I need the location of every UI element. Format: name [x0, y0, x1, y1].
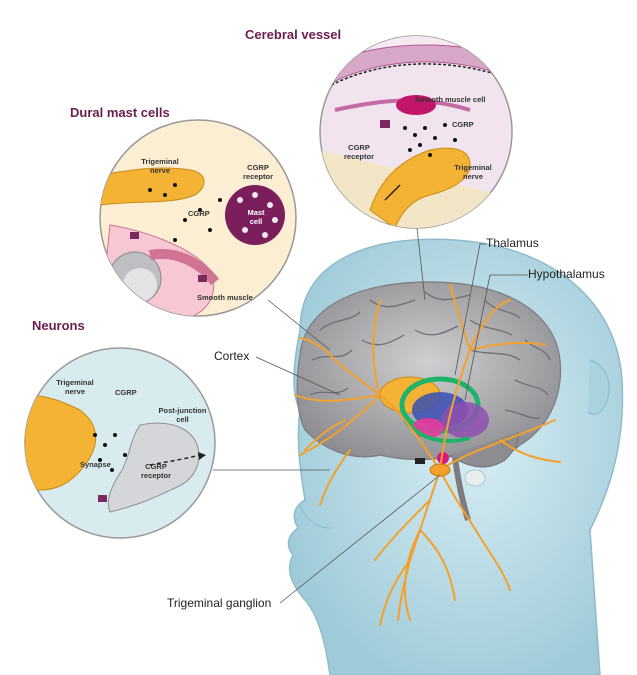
ne-trigeminal-nerve-label: Trigeminal nerve [50, 378, 100, 396]
ne-cgrp-label: CGRP [115, 388, 137, 397]
hypothalamus-label: Hypothalamus [528, 267, 605, 281]
neurons-panel [25, 348, 215, 538]
cv-trigeminal-nerve-label: Trigeminal nerve [450, 163, 496, 181]
cv-cgrp-label: CGRP [452, 120, 474, 129]
cerebral-vessel-panel [318, 20, 520, 230]
dm-trigeminal-nerve-label: Trigeminal nerve [135, 157, 185, 175]
ne-cgrp-receptor-label: CGRP receptor [135, 462, 177, 480]
ne-synapse-label: Synapse [80, 460, 111, 469]
cortex-label: Cortex [214, 349, 249, 363]
dm-smooth-muscle-label: Smooth muscle [197, 293, 253, 302]
ne-post-junction-label: Post-junction cell [155, 406, 210, 424]
dm-cgrp-label: CGRP [188, 209, 210, 218]
cv-smooth-muscle-label: Smooth muscle cell [415, 95, 485, 104]
cv-cgrp-receptor-label: CGRP receptor [338, 143, 380, 161]
dm-mast-cell-label: Mast cell [245, 208, 267, 226]
thalamus-label: Thalamus [486, 236, 539, 250]
trigeminal-ganglion-label: Trigeminal ganglion [167, 596, 271, 610]
cerebral-vessel-title: Cerebral vessel [245, 27, 341, 42]
dural-mast-cells-title: Dural mast cells [70, 105, 170, 120]
neurons-title: Neurons [32, 318, 85, 333]
dm-cgrp-receptor-label: CGRP receptor [238, 163, 278, 181]
